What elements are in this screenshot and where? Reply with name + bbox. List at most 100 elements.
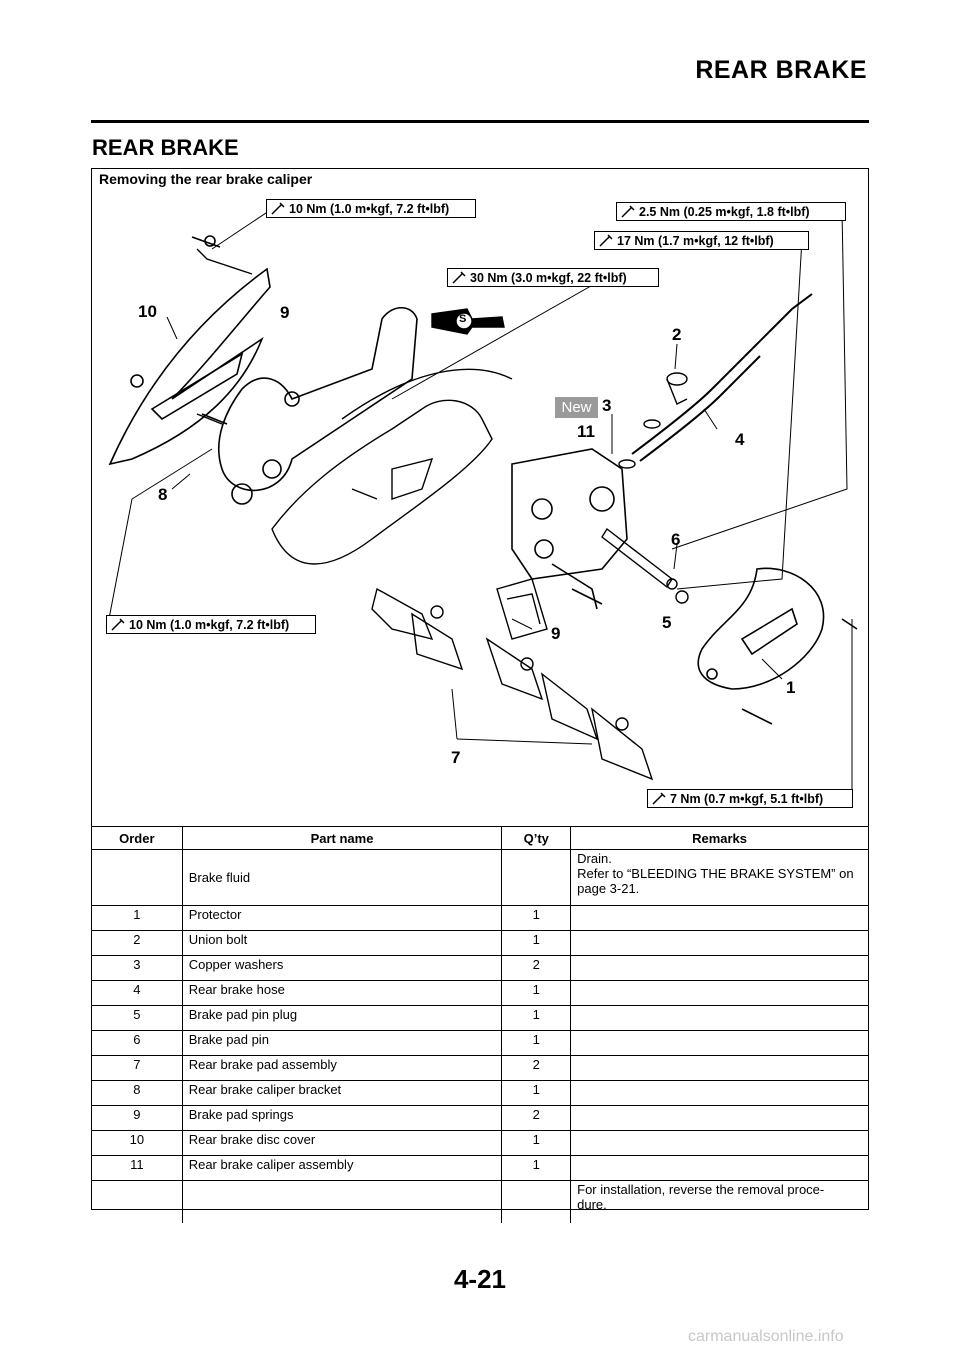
torque-wrench-icon xyxy=(648,790,670,807)
cell-remarks xyxy=(570,980,868,1006)
header-rule xyxy=(91,120,869,123)
cell-part: Rear brake pad assembly xyxy=(181,1055,502,1081)
cell-remarks: Drain. Refer to “BLEEDING THE BRAKE SYST… xyxy=(570,849,868,906)
cell-order: 8 xyxy=(92,1080,183,1106)
union-bolt-and-washers xyxy=(618,372,688,469)
cell-qty: 1 xyxy=(501,1080,571,1106)
table-row: 4 Rear brake hose 1 xyxy=(92,980,868,1006)
cell-order: 1 xyxy=(92,905,183,931)
brake-pads xyxy=(371,587,654,781)
cell-order: 7 xyxy=(92,1055,183,1081)
torque-value: 30 Nm (3.0 m•kgf, 22 ft•lbf) xyxy=(470,270,627,285)
table-row: 5 Brake pad pin plug 1 xyxy=(92,1005,868,1031)
cell-qty: 1 xyxy=(501,1030,571,1056)
table-row: For installation, reverse the removal pr… xyxy=(92,1180,868,1223)
callout-10: 10 xyxy=(138,302,157,321)
parts-table: Order Part name Q’ty Remarks Brake fluid… xyxy=(92,826,868,1223)
cell-qty: 1 xyxy=(501,930,571,956)
cell-qty: 1 xyxy=(501,1005,571,1031)
torque-spec-bracket: 10 Nm (1.0 m•kgf, 7.2 ft•lbf) xyxy=(106,615,316,634)
cell-part: Brake pad pin plug xyxy=(181,1005,502,1031)
torque-spec-union-bolt: 2.5 Nm (0.25 m•kgf, 1.8 ft•lbf) xyxy=(616,202,846,221)
table-row: 3 Copper washers 2 xyxy=(92,955,868,981)
cell-qty: 2 xyxy=(501,1105,571,1131)
table-row: Brake fluid Drain. Refer to “BLEEDING TH… xyxy=(92,849,868,906)
table-row: 1 Protector 1 xyxy=(92,905,868,931)
cell-remarks xyxy=(570,1005,868,1031)
cell-remarks xyxy=(570,1105,868,1131)
torque-value: 7 Nm (0.7 m•kgf, 5.1 ft•lbf) xyxy=(670,791,824,806)
callout-8: 8 xyxy=(158,485,168,504)
cell-part: Rear brake hose xyxy=(181,980,502,1006)
lube-symbol-shape xyxy=(431,308,505,335)
callout-3: 3 xyxy=(602,396,612,415)
cell-part: Rear brake caliper bracket xyxy=(181,1080,502,1106)
exploded-view-diagram xyxy=(107,208,858,789)
table-row: 8 Rear brake caliper bracket 1 xyxy=(92,1080,868,1106)
caliper-bracket xyxy=(201,306,418,505)
table-row: 2 Union bolt 1 xyxy=(92,930,868,956)
cell-part: Brake fluid xyxy=(181,849,502,906)
torque-wrench-icon xyxy=(107,616,129,633)
callout-5: 5 xyxy=(662,613,672,632)
cell-qty: 1 xyxy=(501,905,571,931)
callout-9-spring: 9 xyxy=(280,303,290,322)
cell-order: 11 xyxy=(92,1155,183,1181)
cell-qty: 1 xyxy=(501,980,571,1006)
cell-order: 9 xyxy=(92,1105,183,1131)
cell-qty: 1 xyxy=(501,1130,571,1156)
callout-leaders xyxy=(166,316,783,745)
col-quantity: Q’ty xyxy=(501,826,571,850)
cell-remarks xyxy=(570,1055,868,1081)
page-number: 4-21 xyxy=(453,1264,507,1294)
brake-disc-cover xyxy=(108,235,271,466)
cell-remarks xyxy=(570,955,868,981)
cell-qty: 1 xyxy=(501,1155,571,1181)
pad-pin-and-plug xyxy=(601,527,689,604)
torque-wrench-icon xyxy=(617,203,639,220)
cell-order: 3 xyxy=(92,955,183,981)
page-header-title: REAR BRAKE xyxy=(695,56,867,84)
cell-qty: 2 xyxy=(501,1055,571,1081)
cell-remarks xyxy=(570,1130,868,1156)
cell-qty xyxy=(501,849,571,906)
table-header-row: Order Part name Q’ty Remarks xyxy=(92,826,868,850)
bolts xyxy=(196,248,378,500)
torque-wrench-icon xyxy=(595,232,617,249)
torque-value: 17 Nm (1.7 m•kgf, 12 ft•lbf) xyxy=(617,233,774,248)
torque-leader-lines xyxy=(107,208,853,789)
section-title: REAR BRAKE xyxy=(92,135,239,160)
cell-order: 5 xyxy=(92,1005,183,1031)
cell-qty xyxy=(501,1180,571,1223)
callout-9-pad-spring: 9 xyxy=(551,624,561,643)
diagram-label: Removing the rear brake caliper xyxy=(99,171,313,187)
watermark: carmanualsonline.info xyxy=(688,1328,844,1345)
torque-wrench-icon xyxy=(267,200,289,217)
cell-order: 2 xyxy=(92,930,183,956)
cell-part: Copper washers xyxy=(181,955,502,981)
torque-value: 10 Nm (1.0 m•kgf, 7.2 ft•lbf) xyxy=(289,201,450,216)
new-part-badge: New xyxy=(555,397,598,418)
cell-order: 6 xyxy=(92,1030,183,1056)
cell-order: 4 xyxy=(92,980,183,1006)
pad-spring xyxy=(496,578,548,640)
cell-remarks xyxy=(570,1080,868,1106)
lube-symbol-label: S xyxy=(459,313,467,325)
cell-order xyxy=(92,849,183,906)
protector xyxy=(697,567,858,725)
cell-order xyxy=(92,1181,182,1223)
cell-qty: 2 xyxy=(501,955,571,981)
table-row: 7 Rear brake pad assembly 2 xyxy=(92,1055,868,1081)
cell-remarks xyxy=(570,905,868,931)
callout-11: 11 xyxy=(577,422,595,441)
callout-1: 1 xyxy=(786,678,796,697)
col-remarks: Remarks xyxy=(570,826,868,850)
callout-4: 4 xyxy=(735,430,745,449)
torque-spec-pad-pin: 17 Nm (1.7 m•kgf, 12 ft•lbf) xyxy=(594,231,809,250)
cell-remarks xyxy=(570,930,868,956)
cell-part: Rear brake disc cover xyxy=(181,1130,502,1156)
callout-2: 2 xyxy=(672,325,682,344)
cell-part xyxy=(181,1180,502,1223)
torque-value: 10 Nm (1.0 m•kgf, 7.2 ft•lbf) xyxy=(129,617,290,632)
caliper-assembly xyxy=(511,448,628,610)
